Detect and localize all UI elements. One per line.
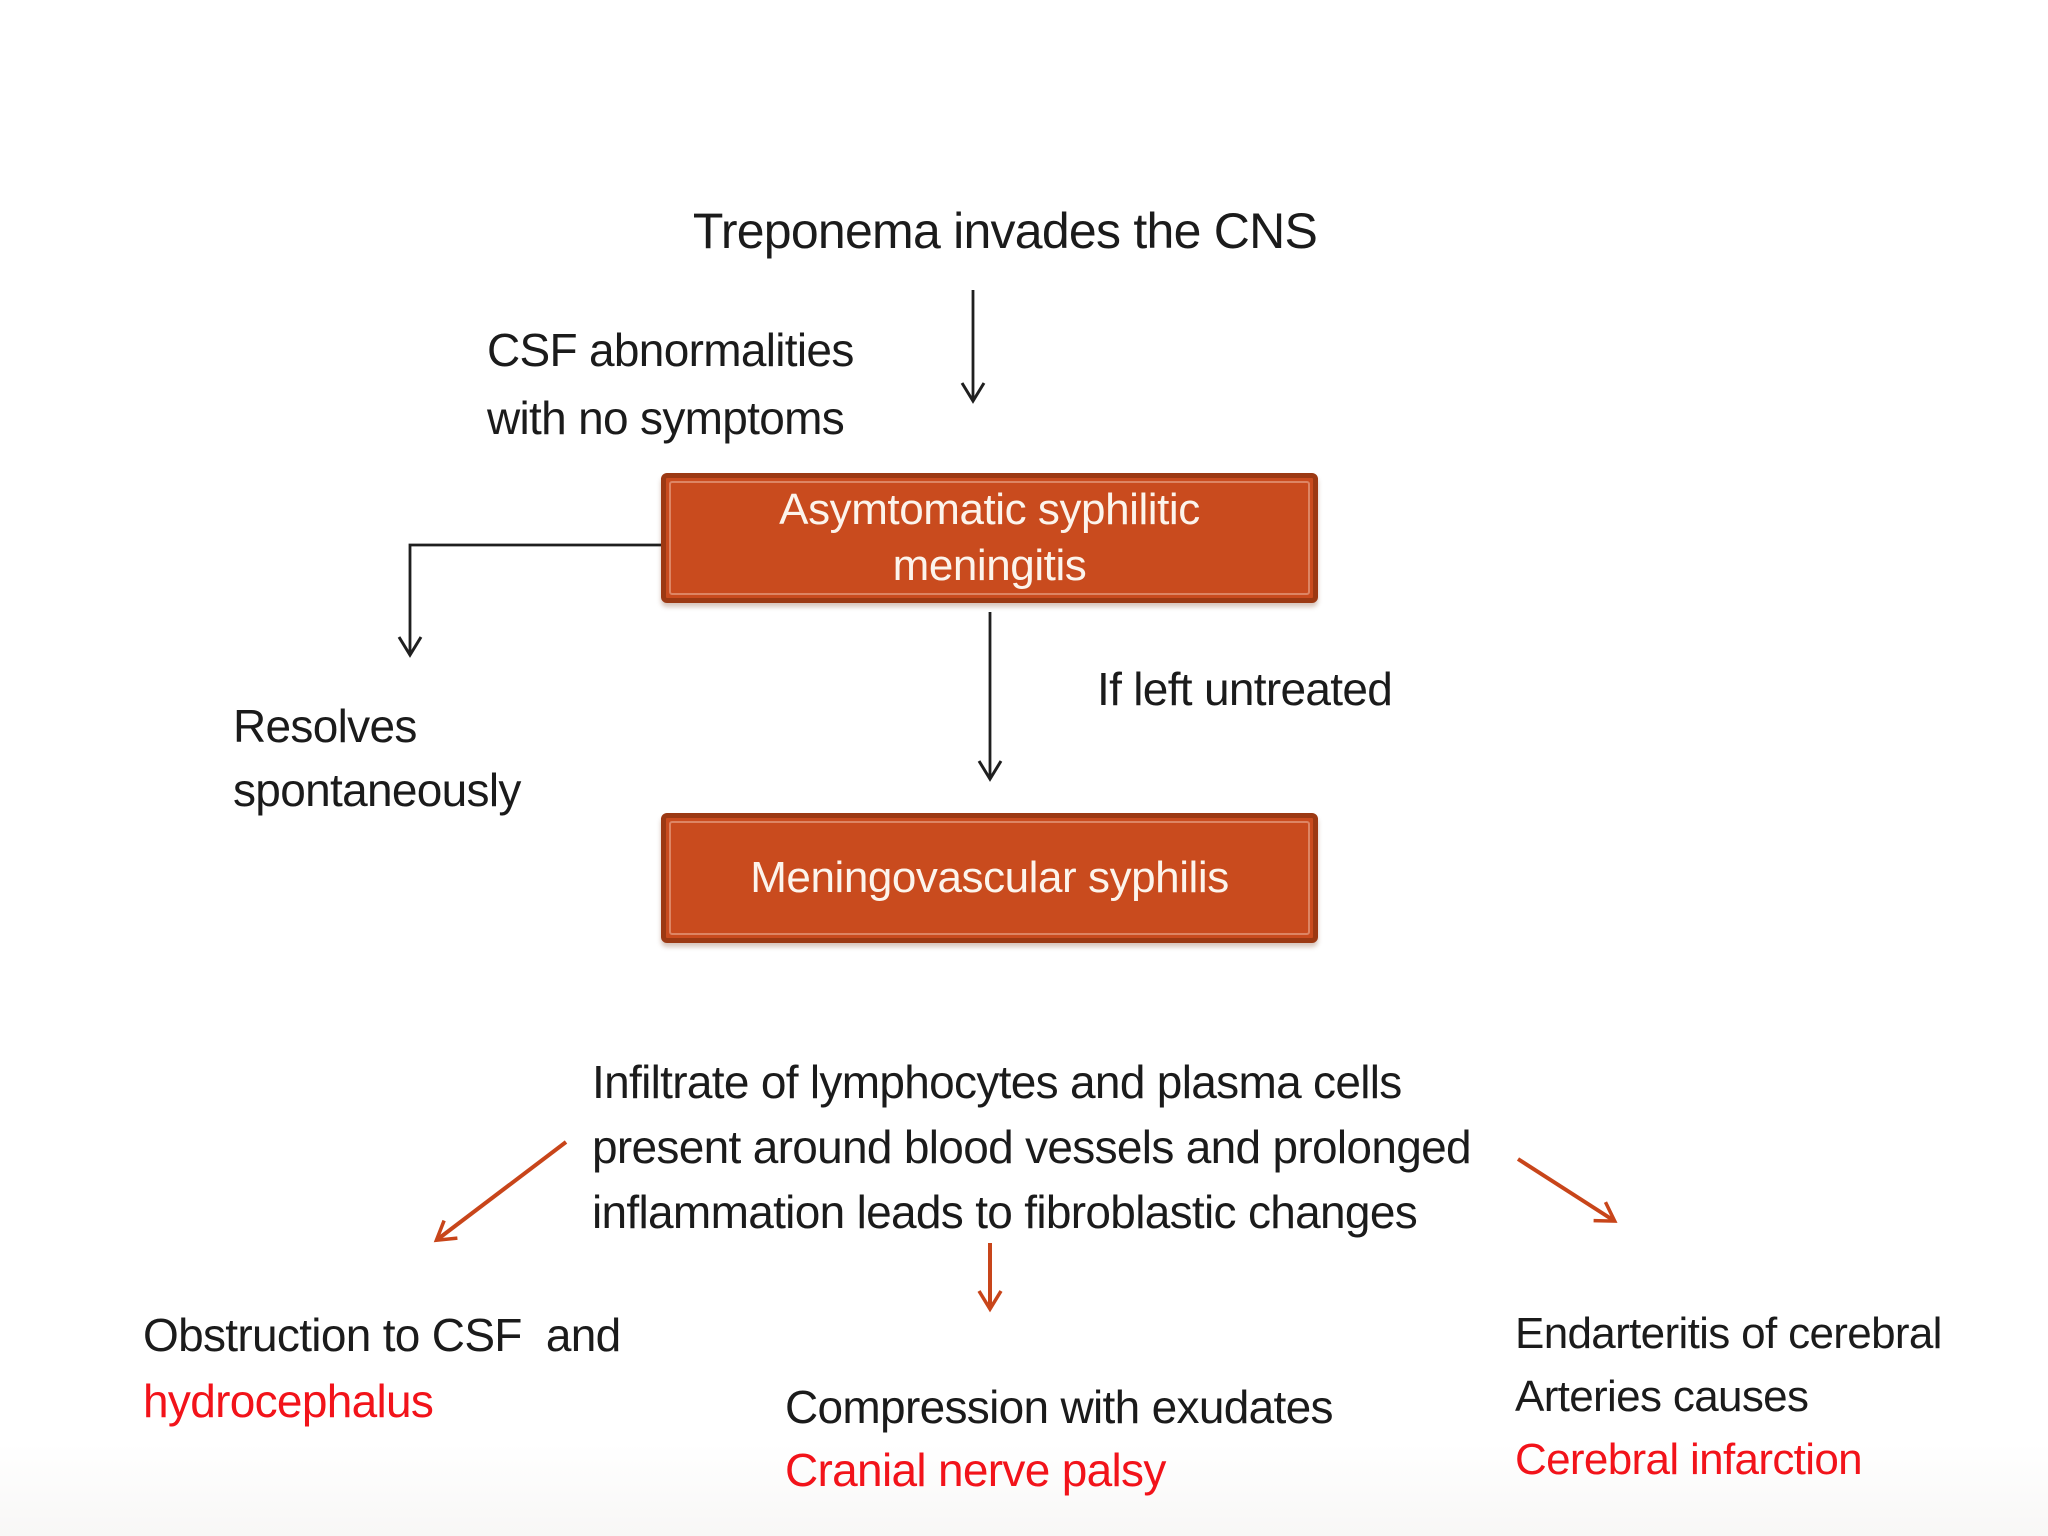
asymptomatic-box-line1: Asymtomatic syphilitic (779, 485, 1200, 534)
outcome-right-black-line1: Endarteritis of cerebral (1515, 1309, 1942, 1358)
meningovascular-box-label: Meningovascular syphilis (750, 853, 1229, 902)
outcome-left-red-text: hydrocephalus (143, 1375, 434, 1427)
node-asymptomatic-syphilitic-meningitis: Asymtomatic syphilitic meningitis (661, 473, 1318, 603)
csf-note-line1: CSF abnormalities (487, 324, 854, 376)
infiltrate-line2: present around blood vessels and prolong… (592, 1121, 1472, 1173)
arrow-infiltrate-to-right-outcome (1516, 1157, 1618, 1223)
outcome-right-red-text: Cerebral infarction (1515, 1435, 1863, 1484)
if-left-untreated-label: If left untreated (1097, 663, 1393, 715)
outcome-right-black-line2: Arteries causes (1515, 1372, 1809, 1421)
outcome-left-black-text: Obstruction to CSF and (143, 1309, 621, 1361)
resolves-spontaneously-note: Resolves spontaneously (233, 694, 521, 822)
resolves-line1: Resolves (233, 700, 417, 752)
elbow-arrow-to-resolves (397, 543, 661, 658)
infiltrate-description: Infiltrate of lymphocytes and plasma cel… (592, 1050, 1472, 1245)
asymptomatic-box-line2: meningitis (892, 541, 1087, 590)
infiltrate-line3: inflammation leads to fibroblastic chang… (592, 1186, 1418, 1238)
resolves-line2: spontaneously (233, 764, 521, 816)
csf-abnormalities-note: CSF abnormalities with no symptoms (487, 316, 854, 452)
diagram-title: Treponema invades the CNS (692, 203, 1318, 259)
outcome-cranial-nerve-palsy: Compression with exudates Cranial nerve … (785, 1376, 1334, 1502)
outcome-mid-red-text: Cranial nerve palsy (785, 1444, 1166, 1496)
node-meningovascular-syphilis: Meningovascular syphilis (661, 813, 1318, 943)
infiltrate-line1: Infiltrate of lymphocytes and plasma cel… (592, 1056, 1402, 1108)
outcome-hydrocephalus: Obstruction to CSF and hydrocephalus (143, 1302, 621, 1434)
outcome-mid-black-text: Compression with exudates (785, 1381, 1334, 1433)
outcome-cerebral-infarction: Endarteritis of cerebral Arteries causes… (1515, 1302, 1942, 1491)
arrow-infiltrate-to-left-outcome (433, 1140, 568, 1243)
csf-note-line2: with no symptoms (487, 392, 845, 444)
